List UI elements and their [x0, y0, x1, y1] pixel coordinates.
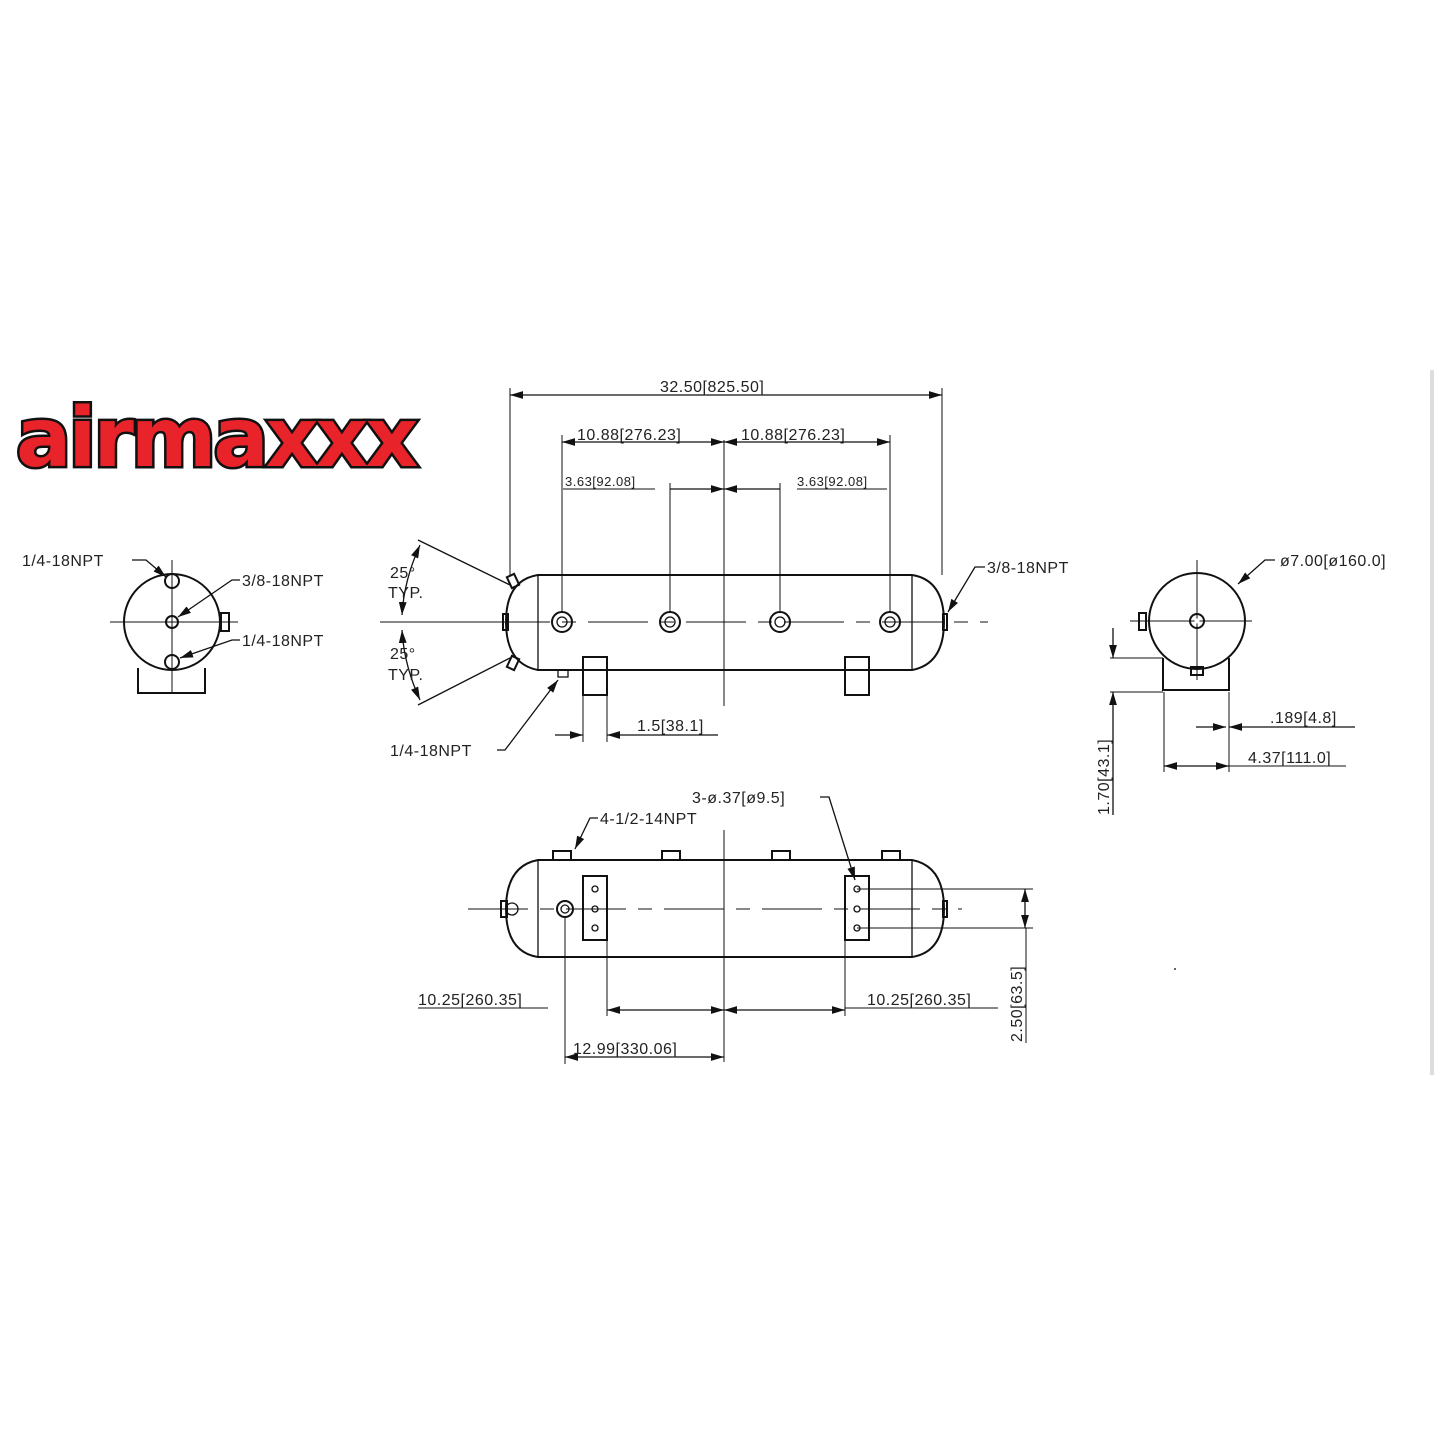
left-bottom-port-label: 1/4-18NPT	[242, 633, 324, 650]
right-end-view	[1109, 559, 1355, 815]
left-end-view	[110, 559, 240, 694]
left-center-port-label: 3/8-18NPT	[242, 573, 324, 590]
bracket-right-dim: 10.25[260.35]	[867, 992, 971, 1009]
diameter-dim: ø7.00[ø160.0]	[1280, 553, 1386, 570]
bracket-left-dim: 10.25[260.35]	[418, 992, 522, 1009]
port-spacing-left-dim: 10.88[276.23]	[577, 427, 681, 444]
drain-port-label: 1/4-18NPT	[390, 743, 472, 760]
angle-bottom-label: 25°	[390, 646, 416, 663]
inner-port-right-dim: 3.63[92.08]	[797, 474, 868, 489]
foot-width-dim: 1.5[38.1]	[637, 718, 704, 735]
edge-bar	[1430, 370, 1434, 1075]
port-spacing-right-dim: 10.88[276.23]	[741, 427, 845, 444]
mount-holes-label: 3-ø.37[ø9.5]	[692, 790, 785, 807]
bottom-view	[418, 796, 1176, 1064]
angle-top-typ: TYP.	[388, 585, 424, 602]
overall-length-dim: 32.50[825.50]	[660, 379, 764, 396]
bracket-width-dim: 4.37[111.0]	[1248, 750, 1331, 767]
angle-top-label: 25°	[390, 565, 416, 582]
bracket-height-dim: 1.70[43.1]	[1096, 739, 1113, 815]
end-port-label: 3/8-18NPT	[987, 560, 1069, 577]
top-ports-label: 4-1/2-14NPT	[600, 811, 697, 828]
bracket-thickness-dim: .189[4.8]	[1270, 710, 1337, 727]
side-view	[380, 388, 988, 751]
hole-spacing-dim: 2.50[63.5]	[1009, 966, 1026, 1042]
left-top-port-label: 1/4-18NPT	[22, 553, 104, 570]
brand-logo: airmaxxx	[16, 391, 417, 486]
port-offset-dim: 12.99[330.06]	[573, 1041, 677, 1058]
inner-port-left-dim: 3.63[92.08]	[565, 474, 636, 489]
angle-bottom-typ: TYP.	[388, 667, 424, 684]
